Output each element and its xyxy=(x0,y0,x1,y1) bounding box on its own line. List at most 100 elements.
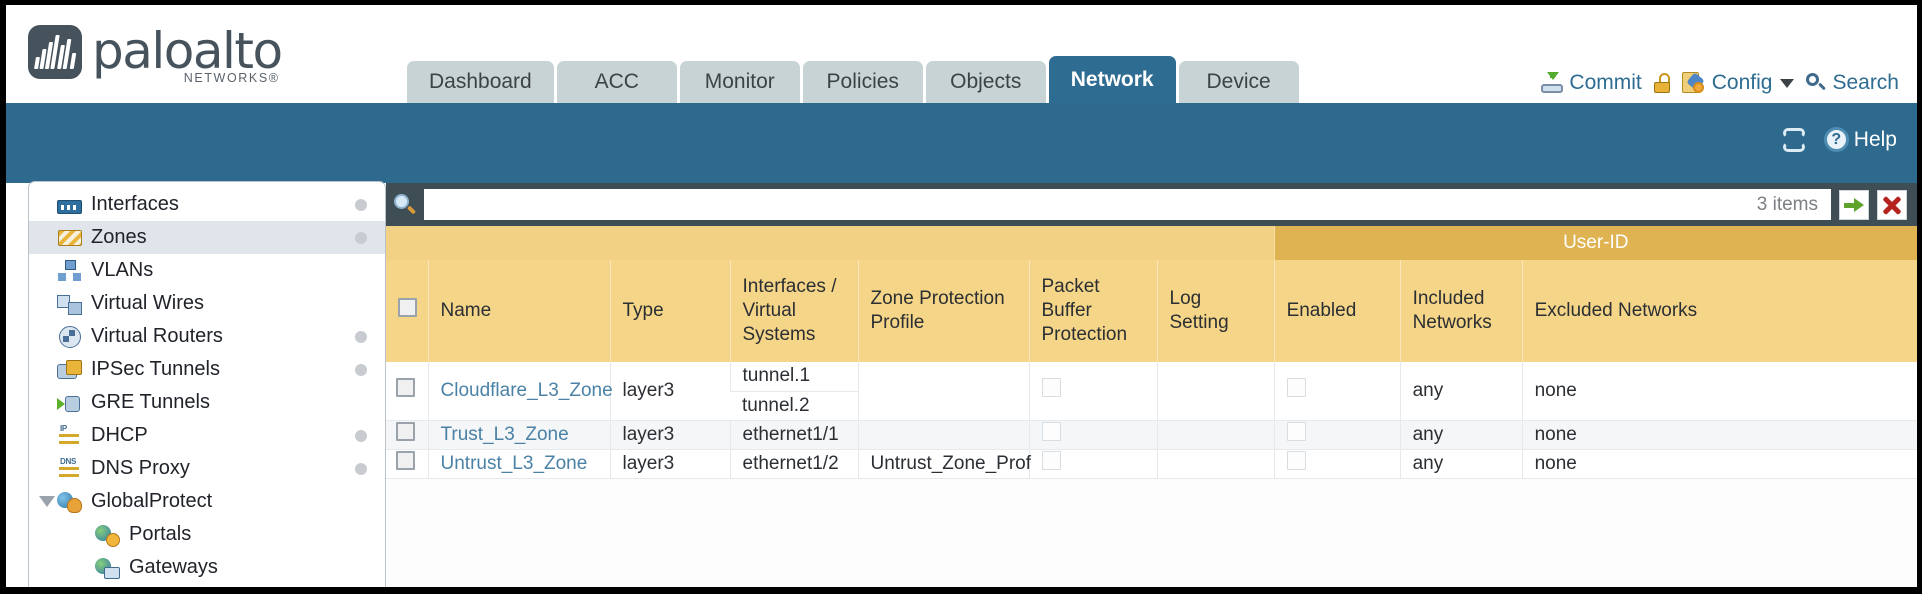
sidebar-item-vlans[interactable]: VLANs xyxy=(29,254,385,287)
cell-excluded-networks: none xyxy=(1521,420,1917,450)
column-header-log-setting[interactable]: Log Setting xyxy=(1156,260,1275,362)
sidebar-item-label: IPSec Tunnels xyxy=(91,358,220,380)
cell-name[interactable]: Untrust_L3_Zone xyxy=(427,449,610,479)
packet-buffer-checkbox[interactable] xyxy=(1041,422,1061,441)
interfaces-icon xyxy=(57,199,82,214)
zones-icon xyxy=(57,227,82,249)
packet-buffer-checkbox[interactable] xyxy=(1041,378,1061,398)
header-actions: Commit Config Search xyxy=(1541,71,1899,95)
cell-interface: tunnel.1 xyxy=(729,362,858,392)
close-icon xyxy=(1882,195,1902,215)
userid-enabled-checkbox[interactable] xyxy=(1286,378,1306,398)
row-checkbox[interactable] xyxy=(396,451,415,470)
tab-network[interactable]: Network xyxy=(1048,56,1176,103)
table-row[interactable]: Trust_L3_Zone layer3 ethernet1/1 any non… xyxy=(386,420,1917,450)
sidebar-status-dot xyxy=(355,363,367,376)
apply-filter-button[interactable] xyxy=(1839,189,1869,220)
sidebar-item-label: Virtual Wires xyxy=(91,292,204,314)
tab-acc[interactable]: ACC xyxy=(556,61,677,103)
cell-zone-protection-profile xyxy=(857,420,1029,450)
cell-name[interactable]: Trust_L3_Zone xyxy=(427,420,610,450)
search-button[interactable]: Search xyxy=(1806,71,1899,95)
refresh-icon[interactable] xyxy=(1782,127,1808,152)
cell-log-setting xyxy=(1156,362,1275,421)
cell-packet-buffer-protection[interactable] xyxy=(1028,362,1157,421)
cell-userid-enabled[interactable] xyxy=(1273,420,1401,450)
column-header-interfaces[interactable]: Interfaces / Virtual Systems xyxy=(729,260,858,362)
app-header: paloalto NETWORKS® Dashboard ACC Monitor… xyxy=(6,5,1917,103)
tab-monitor[interactable]: Monitor xyxy=(679,61,800,103)
column-header-userid-enabled[interactable]: Enabled xyxy=(1273,260,1401,362)
row-checkbox[interactable] xyxy=(396,422,415,441)
brand-tagline: NETWORKS® xyxy=(183,71,280,85)
sidebar-status-dot xyxy=(355,198,367,211)
column-header-excluded-networks[interactable]: Excluded Networks xyxy=(1521,260,1917,362)
lock-button[interactable] xyxy=(1653,73,1670,93)
cell-name[interactable]: Cloudflare_L3_Zone xyxy=(427,362,613,421)
cell-packet-buffer-protection[interactable] xyxy=(1028,449,1157,479)
row-select-cell[interactable] xyxy=(386,362,428,421)
sidebar-item-portals[interactable]: Portals xyxy=(29,518,385,551)
tab-dashboard[interactable]: Dashboard xyxy=(407,61,554,103)
sidebar-item-globalprotect[interactable]: GlobalProtect xyxy=(29,485,385,518)
row-checkbox[interactable] xyxy=(396,378,415,398)
zones-content-panel: 3 items xyxy=(386,183,1917,587)
globalprotect-icon xyxy=(57,491,82,513)
table-row[interactable]: Untrust_L3_Zone layer3 ethernet1/2 Untru… xyxy=(386,449,1917,479)
cell-type: layer3 xyxy=(609,362,730,421)
ipsec-tunnels-icon xyxy=(57,359,82,381)
column-header-zone-protection-profile[interactable]: Zone Protection Profile xyxy=(857,260,1029,362)
select-all-header[interactable] xyxy=(386,260,428,362)
commit-button[interactable]: Commit xyxy=(1541,71,1642,95)
secondary-bar-actions: ? Help xyxy=(1782,127,1897,152)
sidebar-item-interfaces[interactable]: Interfaces xyxy=(29,188,385,221)
row-select-cell[interactable] xyxy=(386,420,428,450)
filter-input[interactable]: 3 items xyxy=(424,189,1831,220)
column-header-included-networks[interactable]: Included Networks xyxy=(1399,260,1523,362)
zones-table-wrapper: User-ID Name Type Interfaces / Virtual S… xyxy=(386,226,1917,587)
clear-filter-button[interactable] xyxy=(1877,189,1907,220)
sidebar-item-dhcp[interactable]: IP DHCP xyxy=(29,419,385,452)
sidebar-item-gre-tunnels[interactable]: GRE Tunnels xyxy=(29,386,385,419)
cell-userid-enabled[interactable] xyxy=(1273,449,1401,479)
group-header-userid: User-ID xyxy=(1273,226,1917,260)
userid-enabled-checkbox[interactable] xyxy=(1286,422,1306,441)
virtual-routers-icon xyxy=(57,325,82,348)
expander-triangle-icon[interactable] xyxy=(39,496,55,507)
sidebar-item-zones[interactable]: Zones xyxy=(29,221,385,254)
network-sidebar: Interfaces Zones VLANs Virtual Wires Vir… xyxy=(28,181,386,587)
commit-label: Commit xyxy=(1569,71,1642,94)
cell-log-setting xyxy=(1156,420,1275,450)
cell-packet-buffer-protection[interactable] xyxy=(1028,420,1157,450)
sidebar-item-ipsec-tunnels[interactable]: IPSec Tunnels xyxy=(29,353,385,386)
packet-buffer-checkbox[interactable] xyxy=(1041,451,1061,470)
userid-enabled-checkbox[interactable] xyxy=(1286,451,1306,470)
sidebar-item-virtual-wires[interactable]: Virtual Wires xyxy=(29,287,385,320)
table-row[interactable]: Cloudflare_L3_Zone layer3 tunnel.1 any n… xyxy=(386,362,1917,421)
select-all-checkbox[interactable] xyxy=(398,298,417,318)
tab-policies[interactable]: Policies xyxy=(802,61,923,103)
column-header-packet-buffer-protection[interactable]: Packet Buffer Protection xyxy=(1028,260,1157,362)
cell-userid-enabled[interactable] xyxy=(1273,362,1401,421)
sidebar-item-label: Zones xyxy=(91,226,147,248)
tab-device[interactable]: Device xyxy=(1178,61,1299,103)
config-menu[interactable]: Config xyxy=(1681,71,1795,95)
filter-search-icon xyxy=(394,193,417,216)
sidebar-item-label: DHCP xyxy=(91,424,148,446)
sidebar-item-dns-proxy[interactable]: DNS DNS Proxy xyxy=(29,452,385,485)
column-header-name[interactable]: Name xyxy=(427,260,610,362)
sidebar-item-label: GlobalProtect xyxy=(91,490,213,512)
column-header-type[interactable]: Type xyxy=(609,260,730,362)
sidebar-item-label: Virtual Routers xyxy=(91,325,223,347)
item-count-label: 3 items xyxy=(1756,193,1818,215)
row-select-cell[interactable] xyxy=(386,449,428,479)
sidebar-item-gateways[interactable]: Gateways xyxy=(29,551,385,584)
help-button[interactable]: ? Help xyxy=(1823,127,1897,152)
tab-objects[interactable]: Objects xyxy=(925,61,1046,103)
config-icon xyxy=(1681,72,1706,94)
sidebar-item-label: Gateways xyxy=(129,556,218,578)
sidebar-status-dot xyxy=(355,462,367,475)
cell-zone-protection-profile xyxy=(857,362,1029,421)
sidebar-item-virtual-routers[interactable]: Virtual Routers xyxy=(29,320,385,353)
main-navigation-tabs[interactable]: Dashboard ACC Monitor Policies Objects N… xyxy=(407,56,1299,103)
